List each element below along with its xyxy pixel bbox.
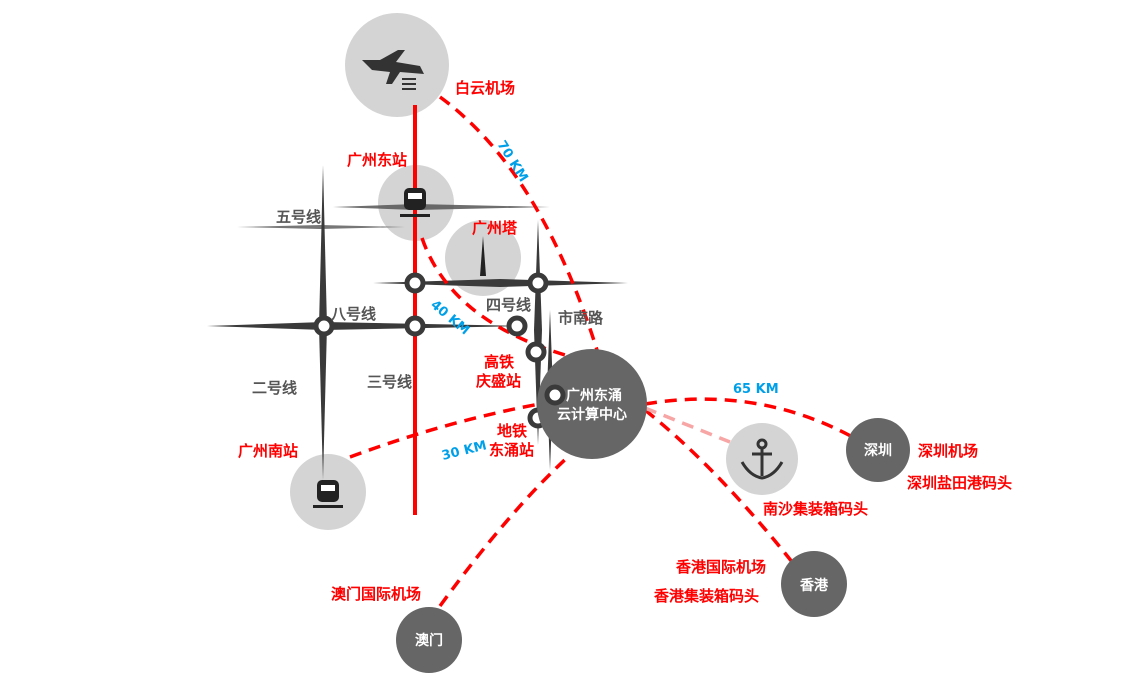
macau-circle [396,607,462,673]
train-icon [400,188,430,217]
anchor-icon [740,438,784,480]
shenzhen-circle [846,418,910,482]
gz-east-label: 广州东站 [347,151,407,169]
qingsheng-label-1: 高铁 [484,353,514,371]
sz-airport-label: 深圳机场 [918,442,978,460]
distance-south: 30 KM [440,438,488,464]
line3-label: 三号线 [367,373,412,391]
distance-shenzhen: 65 KM [733,382,779,397]
hub-station [544,384,566,406]
hongkong-label: 香港 [799,577,829,594]
hk-port-label: 香港集装箱码头 [654,587,759,605]
hub-label-1: 广州东涌 [566,387,622,404]
hub-circle [537,349,647,459]
gz-south-label: 广州南站 [238,442,298,460]
shinanlu-label: 市南路 [558,309,604,327]
nansha-port-label: 南沙集装箱码头 [763,500,868,518]
line2-label: 二号线 [252,379,297,397]
hongkong-circle [781,551,847,617]
canton-tower-label: 广州塔 [472,219,518,237]
tower-icon [480,236,486,276]
baiyun-airport-label: 白云机场 [455,79,515,97]
line4-label: 四号线 [486,296,531,314]
qingsheng-label-2: 庆盛站 [476,372,521,390]
distance-east: 40 KM [427,298,472,339]
dongchong-label-1: 地铁 [497,422,527,440]
hk-airport-label: 香港国际机场 [676,558,766,576]
hub-label-2: 云计算中心 [557,406,627,423]
sz-port-label: 深圳盐田港码头 [907,474,1012,492]
airplane-icon [362,50,424,90]
line8-label: 八号线 [330,305,376,323]
dongchong-label-2: 东涌站 [489,441,534,459]
macau-label: 澳门 [415,632,443,649]
distance-airport: 70 KM [494,138,531,185]
macau-airport-label: 澳门国际机场 [331,585,421,603]
distance-lines [349,95,859,608]
train-icon [313,480,343,508]
shenzhen-label: 深圳 [864,442,892,459]
line5-label: 五号线 [276,208,321,226]
